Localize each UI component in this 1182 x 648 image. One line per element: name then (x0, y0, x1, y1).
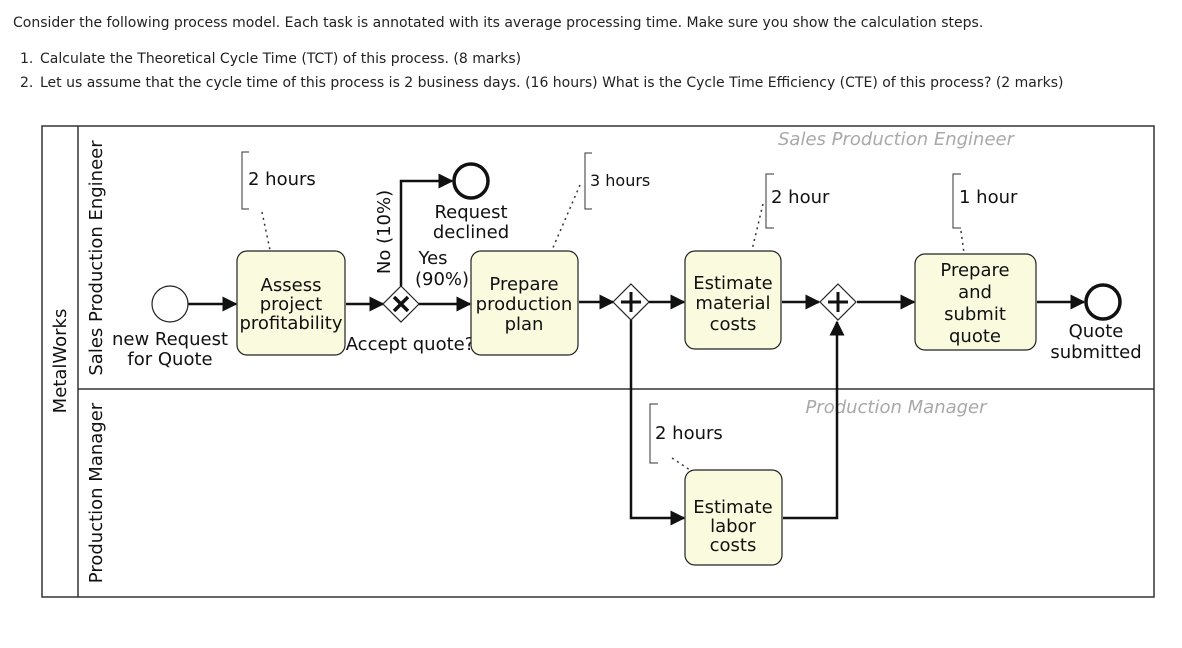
annotation-material-time: 2 hour (771, 187, 830, 208)
pool-label: MetalWorks (50, 309, 71, 414)
annotation-bracket-material (765, 173, 774, 229)
end-submitted-label-line1: Quote (1069, 321, 1124, 342)
task-labor-label-line1: Estimate (693, 497, 773, 518)
end-declined-label-line1: Request (434, 202, 507, 223)
flow-split-to-labor (629, 320, 686, 526)
start-event (151, 285, 189, 323)
task-assess-label-line2: project (260, 294, 322, 315)
question-number: 1. (20, 51, 34, 67)
question-text: Let us assume that the cycle time of thi… (40, 75, 1064, 91)
question-text: Calculate the Theoretical Cycle Time (TC… (40, 51, 522, 67)
task-prepare-plan-label-line2: production (476, 294, 573, 315)
annotation-association-assess (261, 211, 271, 251)
annotation-assess-time: 2 hours (248, 169, 316, 190)
flow-label-no: No (10%) (374, 190, 395, 274)
task-assess-label-line1: Assess (261, 275, 322, 296)
flow-gateway-no (399, 173, 454, 286)
end-event-declined (452, 162, 490, 200)
gateway-label: Accept quote? (346, 334, 475, 355)
question-intro: Consider the following process model. Ea… (13, 15, 984, 31)
task-labor-label-line2: labor (710, 516, 756, 537)
task-labor-label-line3: costs (710, 535, 757, 556)
annotation-bracket-assess (241, 151, 249, 210)
flow-label-yes-line1: Yes (417, 248, 447, 269)
question-item-2: 2. Let us assume that the cycle time of t… (20, 75, 1064, 91)
task-prepare-production-plan (470, 250, 579, 356)
task-estimate-labor-costs (684, 469, 783, 566)
question-number: 2. (20, 75, 34, 91)
task-quote-label-line2: and (958, 282, 992, 303)
annotation-bracket-labor (649, 403, 658, 464)
task-prepare-and-submit-quote (914, 253, 1037, 351)
annotation-association-labor (671, 457, 691, 471)
task-assess-label-line3: profitability (239, 313, 342, 334)
task-material-label-line1: Estimate (693, 273, 773, 294)
task-assess-project-profitability (236, 250, 346, 356)
end-declined-label-line2: declined (433, 222, 509, 243)
annotation-bracket-quote (952, 173, 961, 229)
end-submitted-label-line2: submitted (1050, 342, 1141, 363)
gateway-plus-icon (828, 292, 848, 312)
pool-border (41, 125, 1155, 598)
annotation-association-prepare-plan (551, 184, 581, 251)
gateway-x-icon (392, 295, 410, 313)
task-quote-label-line4: quote (949, 326, 1001, 347)
lane-watermark-production: Production Manager (805, 397, 988, 418)
flow-labor-to-join (783, 320, 845, 520)
task-material-label-line2: material (695, 293, 770, 314)
end-event-quote-submitted (1084, 283, 1122, 321)
task-quote-label-line3: submit (944, 304, 1006, 325)
annotation-prepare-plan-time: 3 hours (590, 171, 650, 190)
annotation-labor-time: 2 hours (655, 423, 723, 444)
start-event-label-line1: new Request (112, 329, 228, 350)
question-item-1: 1. Calculate the Theoretical Cycle Time (… (20, 51, 521, 67)
task-prepare-plan-label-line1: Prepare (489, 274, 558, 295)
task-prepare-plan-label-line3: plan (505, 314, 544, 335)
start-event-label-line2: for Quote (127, 349, 212, 370)
annotation-association-quote (960, 230, 965, 254)
annotation-bracket-prepare-plan (584, 152, 592, 210)
task-estimate-material-costs (684, 250, 782, 350)
annotation-quote-time: 1 hour (959, 187, 1018, 208)
lane-watermark-sales: Sales Production Engineer (778, 129, 1016, 150)
flow-label-yes-line2: (90%) (415, 269, 469, 290)
lane-label-production-manager: Production Manager (86, 402, 107, 583)
gateway-plus-icon (621, 292, 641, 312)
annotation-association-material (751, 203, 764, 251)
task-quote-label-line1: Prepare (940, 260, 1009, 281)
lane-label-sales-production-engineer: Sales Production Engineer (86, 140, 107, 376)
task-material-label-line3: costs (710, 314, 757, 335)
